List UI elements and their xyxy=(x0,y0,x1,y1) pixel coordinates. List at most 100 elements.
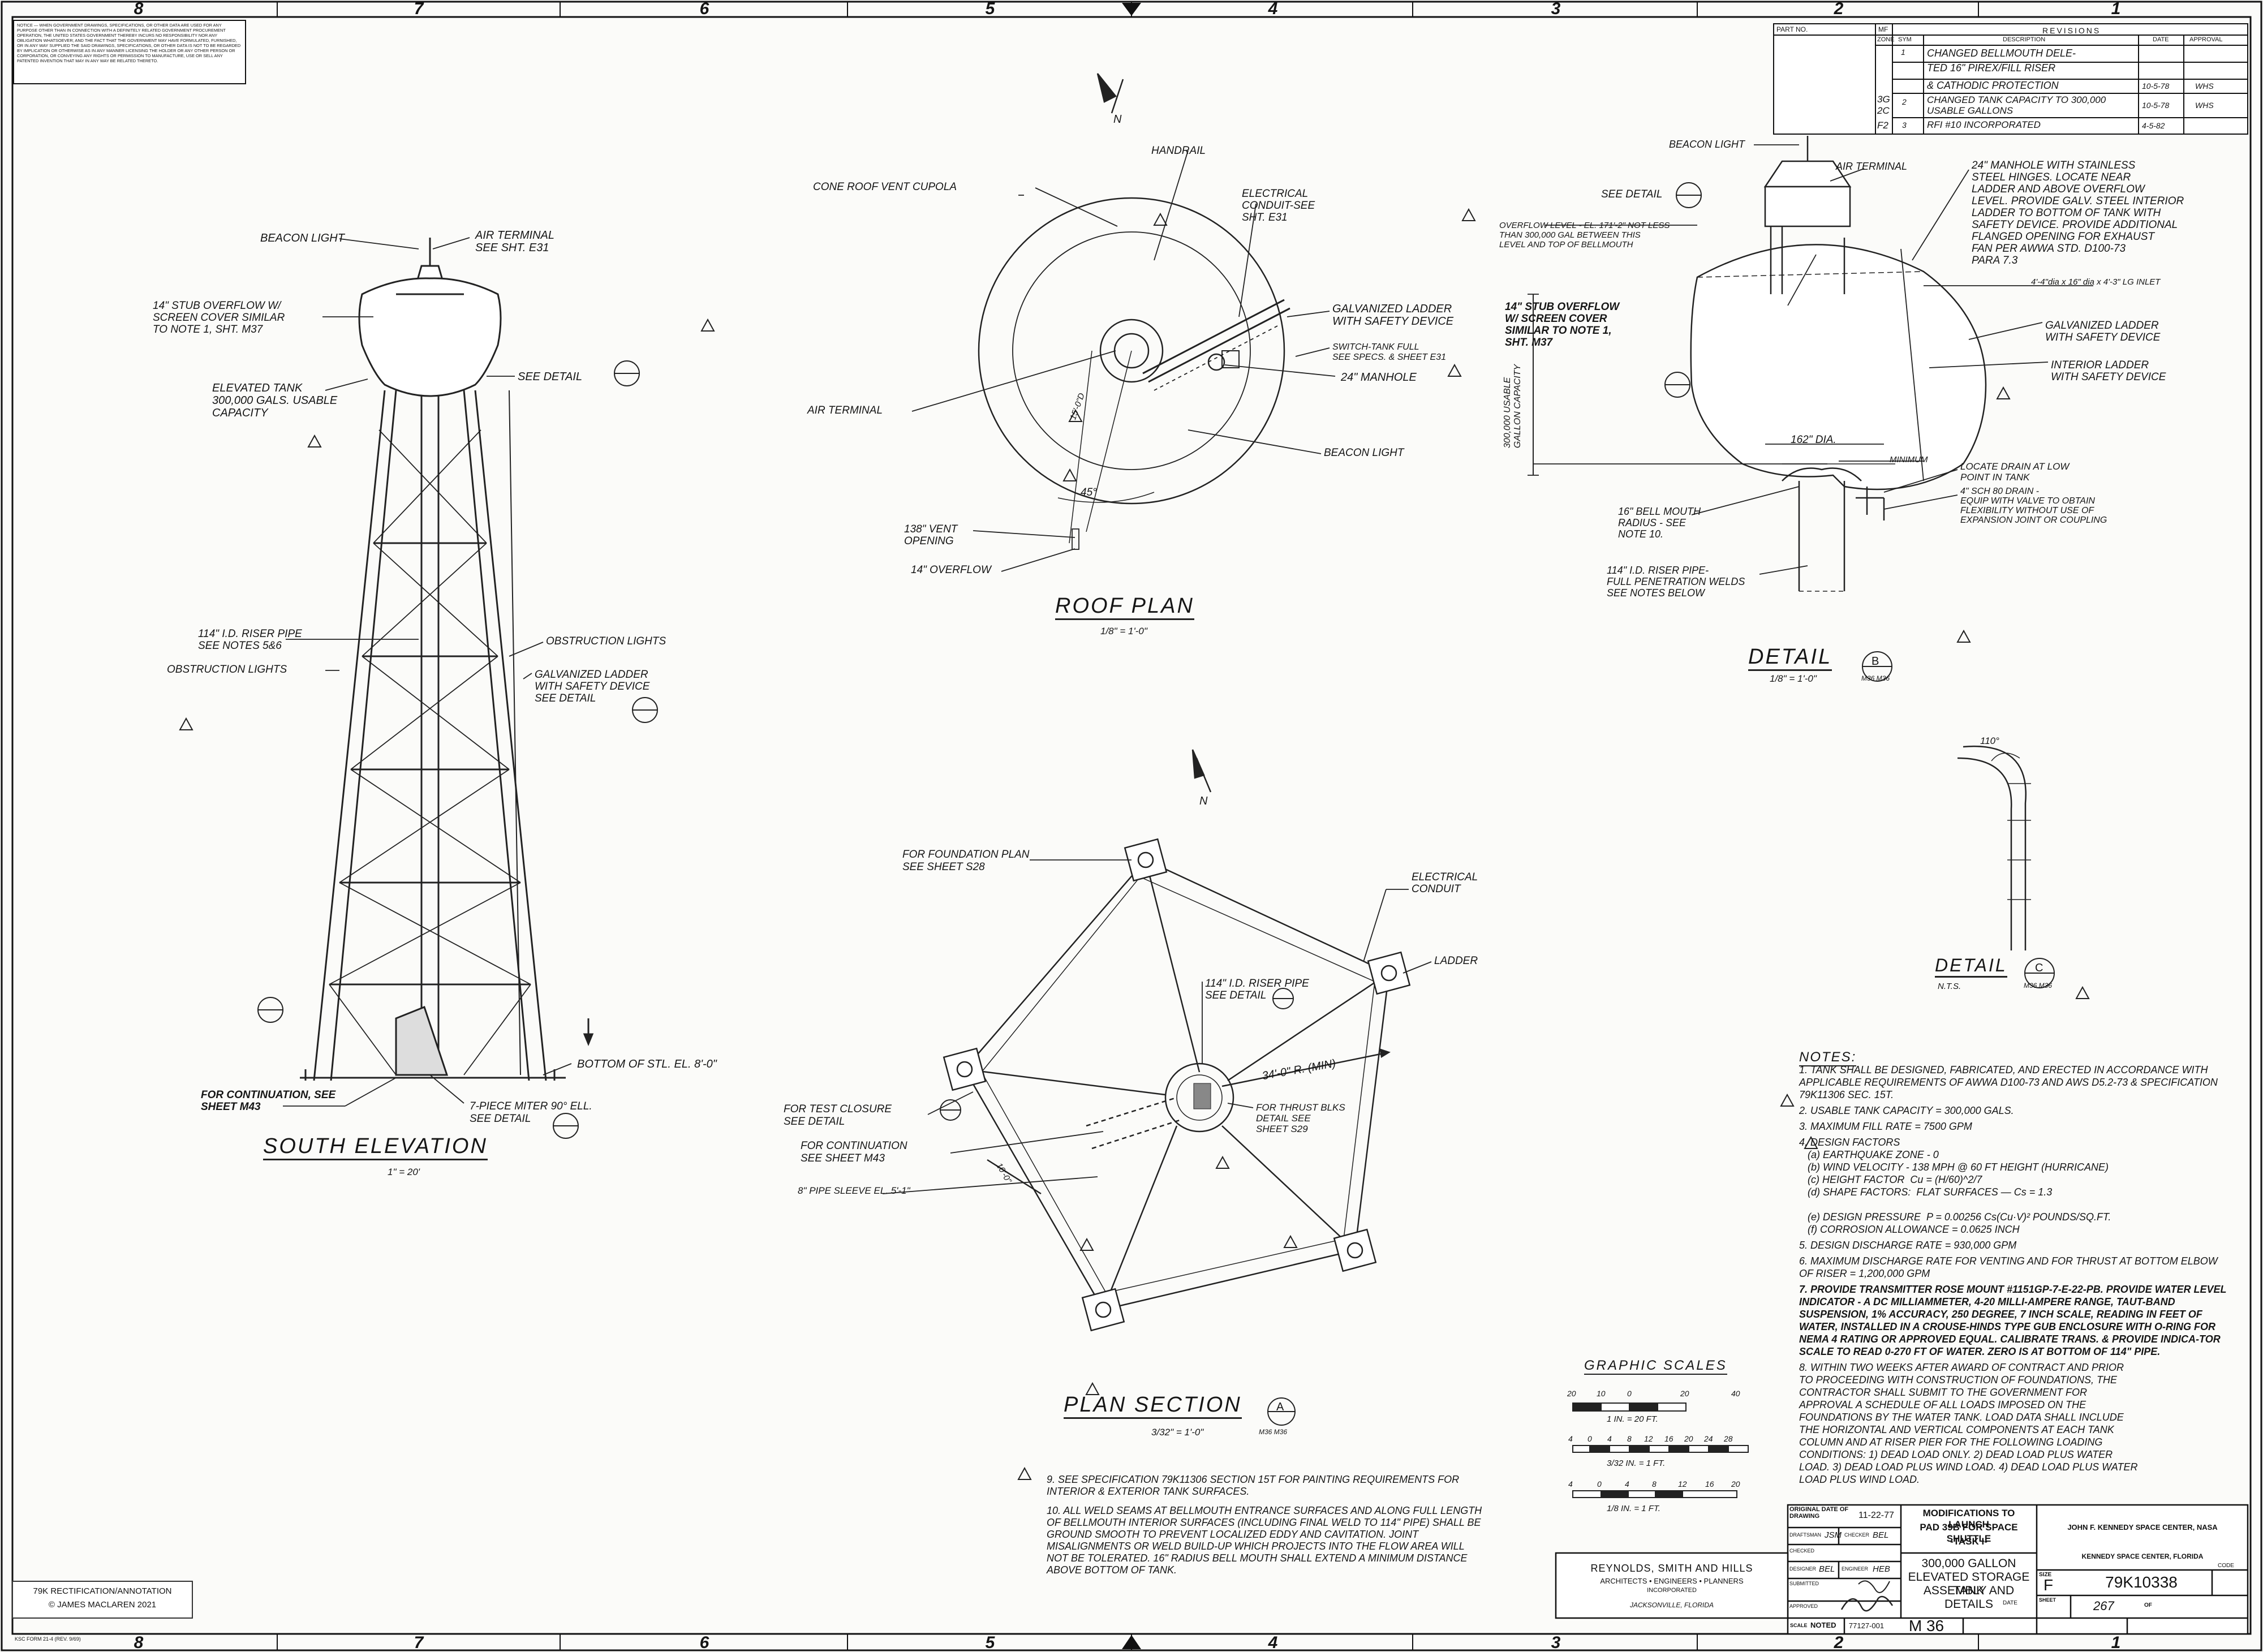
rev-row-5-sym: 3 xyxy=(1902,121,1907,130)
plan-thrust-label: FOR THRUST BLKS DETAIL SEE SHEET S29 xyxy=(1256,1102,1345,1134)
detail-b-letter: B xyxy=(1872,655,1879,668)
elev-stub-label: 14" STUB OVERFLOW W/ SCREEN COVER SIMILA… xyxy=(153,300,285,335)
tb-firm-l3: INCORPORATED xyxy=(1647,1587,1697,1594)
plan-ladder-label: LADDER xyxy=(1434,955,1478,967)
elev-miter-label: 7-PIECE MITER 90° ELL. SEE DETAIL xyxy=(470,1100,592,1125)
tb-drawing-no: 79K10338 xyxy=(2105,1573,2178,1591)
elev-bottom-label: BOTTOM OF STL. EL. 8'-0" xyxy=(577,1058,717,1070)
scale2-tick-7: 24 xyxy=(1704,1434,1713,1443)
note-4: 4. DESIGN FACTORS (a) EARTHQUAKE ZONE - … xyxy=(1799,1137,2111,1235)
note-7: 7. PROVIDE TRANSMITTER ROSE MOUNT #1151G… xyxy=(1799,1284,2230,1357)
tb-project-l2: PAD 39B FOR SPACE SHUTTLE xyxy=(1920,1522,2018,1544)
scale3-tick-1: 0 xyxy=(1597,1479,1602,1488)
tb-sheet: 267 xyxy=(2093,1599,2114,1613)
credit-box xyxy=(12,1581,193,1619)
tb-checked-label: CHECKED xyxy=(1789,1548,1815,1554)
tb-scale: NOTED xyxy=(1810,1621,1836,1629)
note-6: 6. MAXIMUM DISCHARGE RATE FOR VENTING AN… xyxy=(1799,1255,2221,1279)
elev-air-terminal-label: AIR TERMINAL SEE SHT. E31 xyxy=(475,229,555,254)
circle-marker-e-detail xyxy=(1676,182,1702,208)
roof-vent-label: 138" VENT OPENING xyxy=(904,523,958,547)
roof-conduit-label: ELECTRICAL CONDUIT-SEE SHT. E31 xyxy=(1242,188,1315,223)
detb-dia-label: 162" DIA. xyxy=(1791,434,1836,446)
circle-marker-c-detail xyxy=(1664,372,1690,398)
detb-minimum-label: MINIMUM xyxy=(1890,455,1928,464)
revisions-col-date: DATE xyxy=(2153,36,2169,43)
tb-drawing-l1: 300,000 GALLON xyxy=(1921,1557,2016,1570)
rev-row-1-desc: CHANGED BELLMOUTH DELE- xyxy=(1927,48,2076,59)
rev-row-2-desc: TED 16" PIREX/FILL RISER xyxy=(1927,62,2056,74)
scale1-tick-1: 10 xyxy=(1597,1389,1606,1398)
circle-marker-l-plan xyxy=(940,1099,961,1121)
zone-top-6: 6 xyxy=(700,0,709,18)
roof-plan-leaders xyxy=(911,150,1336,572)
plan-section-title: PLAN SECTION xyxy=(1064,1393,1242,1419)
annotation-credit-line1: 79K RECTIFICATION/ANNOTATION xyxy=(33,1586,172,1596)
detb-beacon-label: BEACON LIGHT xyxy=(1669,139,1745,150)
rev-row-4-zone: 3G 2C xyxy=(1877,94,1890,116)
plan-north-label: N xyxy=(1199,795,1208,807)
tb-job-no: 77127-001 xyxy=(1848,1621,1885,1630)
plan-continuation-label: FOR CONTINUATION SEE SHEET M43 xyxy=(801,1140,907,1164)
tb-draftsman: JSM xyxy=(1825,1530,1842,1540)
detail-b-title: DETAIL xyxy=(1748,645,1832,671)
rev-row-4-sym: 2 xyxy=(1902,97,1907,106)
scale2-tick-8: 28 xyxy=(1724,1434,1733,1443)
scale2-tick-1: 0 xyxy=(1587,1434,1592,1443)
circle-marker-a-elevation xyxy=(257,997,283,1023)
zone-bottom-2: 2 xyxy=(1834,1633,1844,1652)
note-2: 2. USABLE TANK CAPACITY = 300,000 GALS. xyxy=(1799,1105,2014,1116)
zone-bottom-8: 8 xyxy=(134,1633,144,1652)
tb-sheet-label: SHEET xyxy=(2039,1597,2057,1603)
circle-marker-c-dc xyxy=(2024,958,2055,988)
zone-bottom-5: 5 xyxy=(986,1633,996,1652)
detail-c-title: DETAIL xyxy=(1935,955,2007,978)
note-3: 3. MAXIMUM FILL RATE = 7500 GPM xyxy=(1799,1121,1972,1132)
detail-b-sheets: M36 M36 xyxy=(1861,674,1890,682)
tb-draftsman-label: DRAFTSMAN xyxy=(1789,1532,1821,1538)
detail-b-drawing xyxy=(1690,136,1987,592)
detb-bellmouth-label: 16" BELL MOUTH RADIUS - SEE NOTE 10. xyxy=(1618,506,1701,540)
zone-top-1: 1 xyxy=(2111,0,2121,18)
tb-firm-l2: ARCHITECTS • ENGINEERS • PLANNERS xyxy=(1600,1577,1744,1585)
detail-c-letter: C xyxy=(2035,962,2043,974)
tb-checker-label: CHECKER xyxy=(1844,1532,1870,1538)
detb-sch80-label: 4" SCH 80 DRAIN - EQUIP WITH VALVE TO OB… xyxy=(1960,487,2107,525)
note-10: 10. ALL WELD SEAMS AT BELLMOUTH ENTRANCE… xyxy=(1047,1505,1482,1576)
rev-row-5-zone: F2 xyxy=(1877,120,1888,131)
roof-plan-title: ROOF PLAN xyxy=(1055,594,1194,620)
detc-angle-label: 110° xyxy=(1980,735,1999,746)
scale1-tick-2: 0 xyxy=(1627,1389,1632,1398)
south-elevation-title: SOUTH ELEVATION xyxy=(263,1134,488,1160)
detb-riser-label: 114" I.D. RISER PIPE- FULL PENETRATION W… xyxy=(1607,565,1745,599)
scale1-tick-3: 20 xyxy=(1680,1389,1689,1398)
form-number: KSC FORM 21-4 (REV. 9/69) xyxy=(15,1636,81,1642)
detb-manhole-label: 24" MANHOLE WITH STAINLESS STEEL HINGES.… xyxy=(1972,160,2184,266)
note-5: 5. DESIGN DISCHARGE RATE = 930,000 GPM xyxy=(1799,1240,2017,1251)
scale2-tick-3: 8 xyxy=(1627,1434,1632,1443)
south-elevation-scale: 1" = 20' xyxy=(388,1167,420,1177)
tb-project-l1: MODIFICATIONS TO LAUNCH xyxy=(1922,1508,2015,1530)
south-elevation-drawing xyxy=(300,238,594,1081)
elev-beacon-label: BEACON LIGHT xyxy=(260,232,345,244)
revisions-part-no: PART NO. xyxy=(1776,25,1808,33)
detb-interior-ladder-label: INTERIOR LADDER WITH SAFETY DEVICE xyxy=(2051,359,2166,383)
notes-heading: NOTES: xyxy=(1799,1049,1857,1066)
zone-top-8: 8 xyxy=(134,0,144,18)
rev-row-1-sym: 1 xyxy=(1901,48,1905,57)
tb-scale-label: SCALE xyxy=(1790,1623,1808,1628)
plan-sleeve-label: 8" PIPE SLEEVE EL. 5'-1" xyxy=(798,1185,910,1196)
zone-top-5: 5 xyxy=(986,0,996,18)
tb-checker: BEL xyxy=(1873,1530,1889,1540)
tb-location: KENNEDY SPACE CENTER, FLORIDA xyxy=(2081,1552,2204,1560)
scale2-tick-0: 4 xyxy=(1568,1434,1573,1443)
south-elevation-leaders xyxy=(283,237,572,1107)
zone-bottom-4: 4 xyxy=(1268,1633,1278,1652)
tb-project-l3: -TASK I- xyxy=(1950,1536,1987,1547)
tb-submitted-label: SUBMITTED xyxy=(1789,1581,1819,1586)
tb-sheet-id: M 36 xyxy=(1908,1617,1944,1634)
elev-ladder-label: GALVANIZED LADDER WITH SAFETY DEVICE SEE… xyxy=(535,669,650,704)
tb-original-date: 11-22-77 xyxy=(1858,1511,1894,1520)
